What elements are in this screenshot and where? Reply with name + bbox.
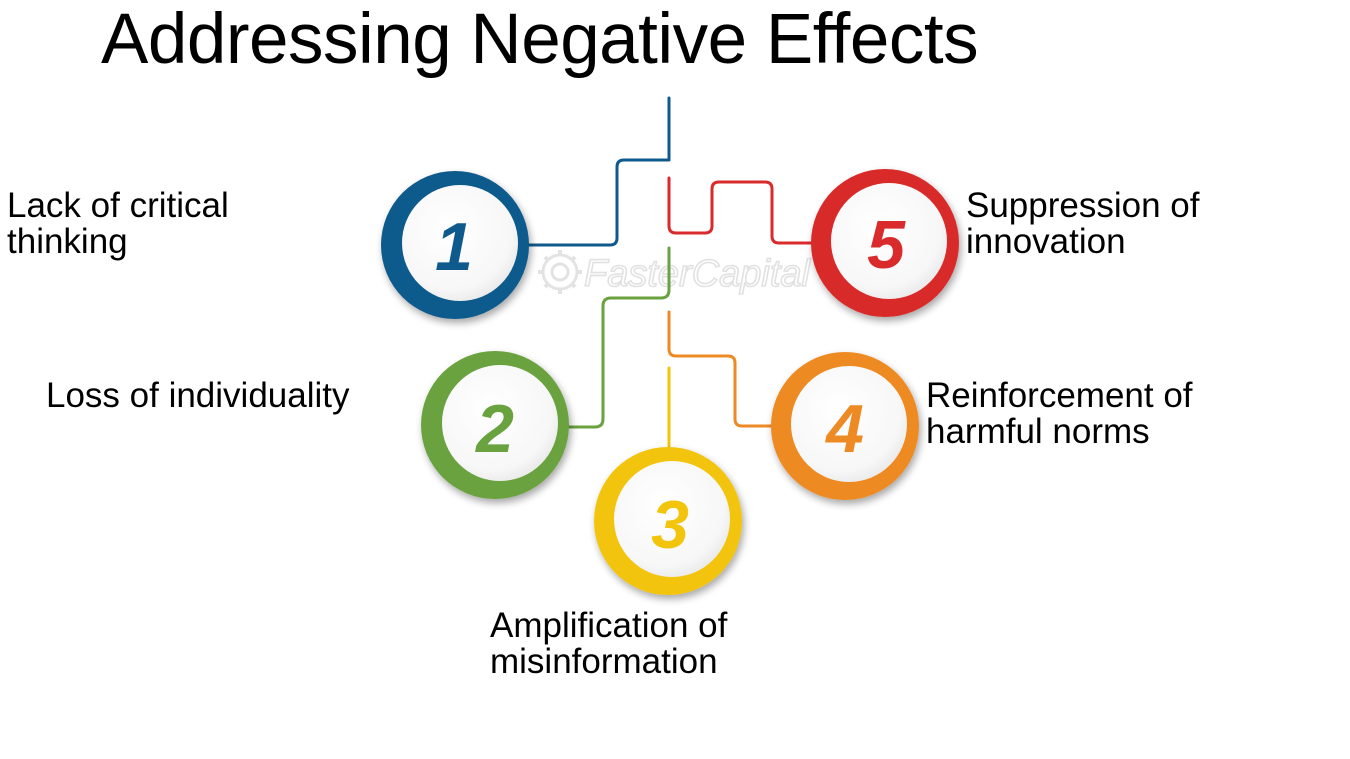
circle-number-2: 2 — [474, 391, 514, 467]
label-item-1-line-2: thinking — [7, 222, 128, 261]
label-item-5-line-1: Suppression of — [966, 186, 1200, 225]
watermark: FasterCapital — [538, 250, 812, 296]
label-item-2: Loss of individuality — [46, 378, 350, 414]
circle-number-1: 1 — [435, 209, 473, 285]
connector-line-5 — [667, 176, 816, 245]
connector-line-2 — [563, 246, 671, 429]
label-item-4-line-2: harmful norms — [926, 412, 1150, 451]
label-item-1: Lack of critical thinking — [7, 188, 229, 260]
gear-icon — [538, 250, 582, 294]
connector-line-1 — [526, 96, 671, 247]
circle-2 — [421, 351, 569, 499]
label-item-3: Amplification of misinformation — [490, 608, 727, 680]
circle-4 — [771, 352, 919, 500]
circle-3 — [594, 447, 742, 595]
connector-line-4 — [667, 310, 774, 428]
label-item-2-line-1: Loss of individuality — [46, 376, 350, 415]
watermark-text: FasterCapital — [584, 253, 812, 295]
circle-number-3: 3 — [651, 487, 689, 563]
label-item-4: Reinforcement of harmful norms — [926, 378, 1193, 450]
circle-number-5: 5 — [867, 207, 906, 283]
label-item-4-line-1: Reinforcement of — [926, 376, 1193, 415]
circle-1 — [381, 171, 529, 319]
label-item-3-line-1: Amplification of — [490, 606, 728, 645]
circle-5 — [811, 169, 959, 317]
circle-number-4: 4 — [824, 391, 864, 467]
label-item-5: Suppression of innovation — [966, 188, 1199, 260]
label-item-5-line-2: innovation — [966, 222, 1126, 261]
label-item-1-line-1: Lack of critical — [7, 186, 229, 225]
page-title: Addressing Negative Effects — [101, 0, 979, 79]
label-item-3-line-2: misinformation — [490, 642, 718, 681]
